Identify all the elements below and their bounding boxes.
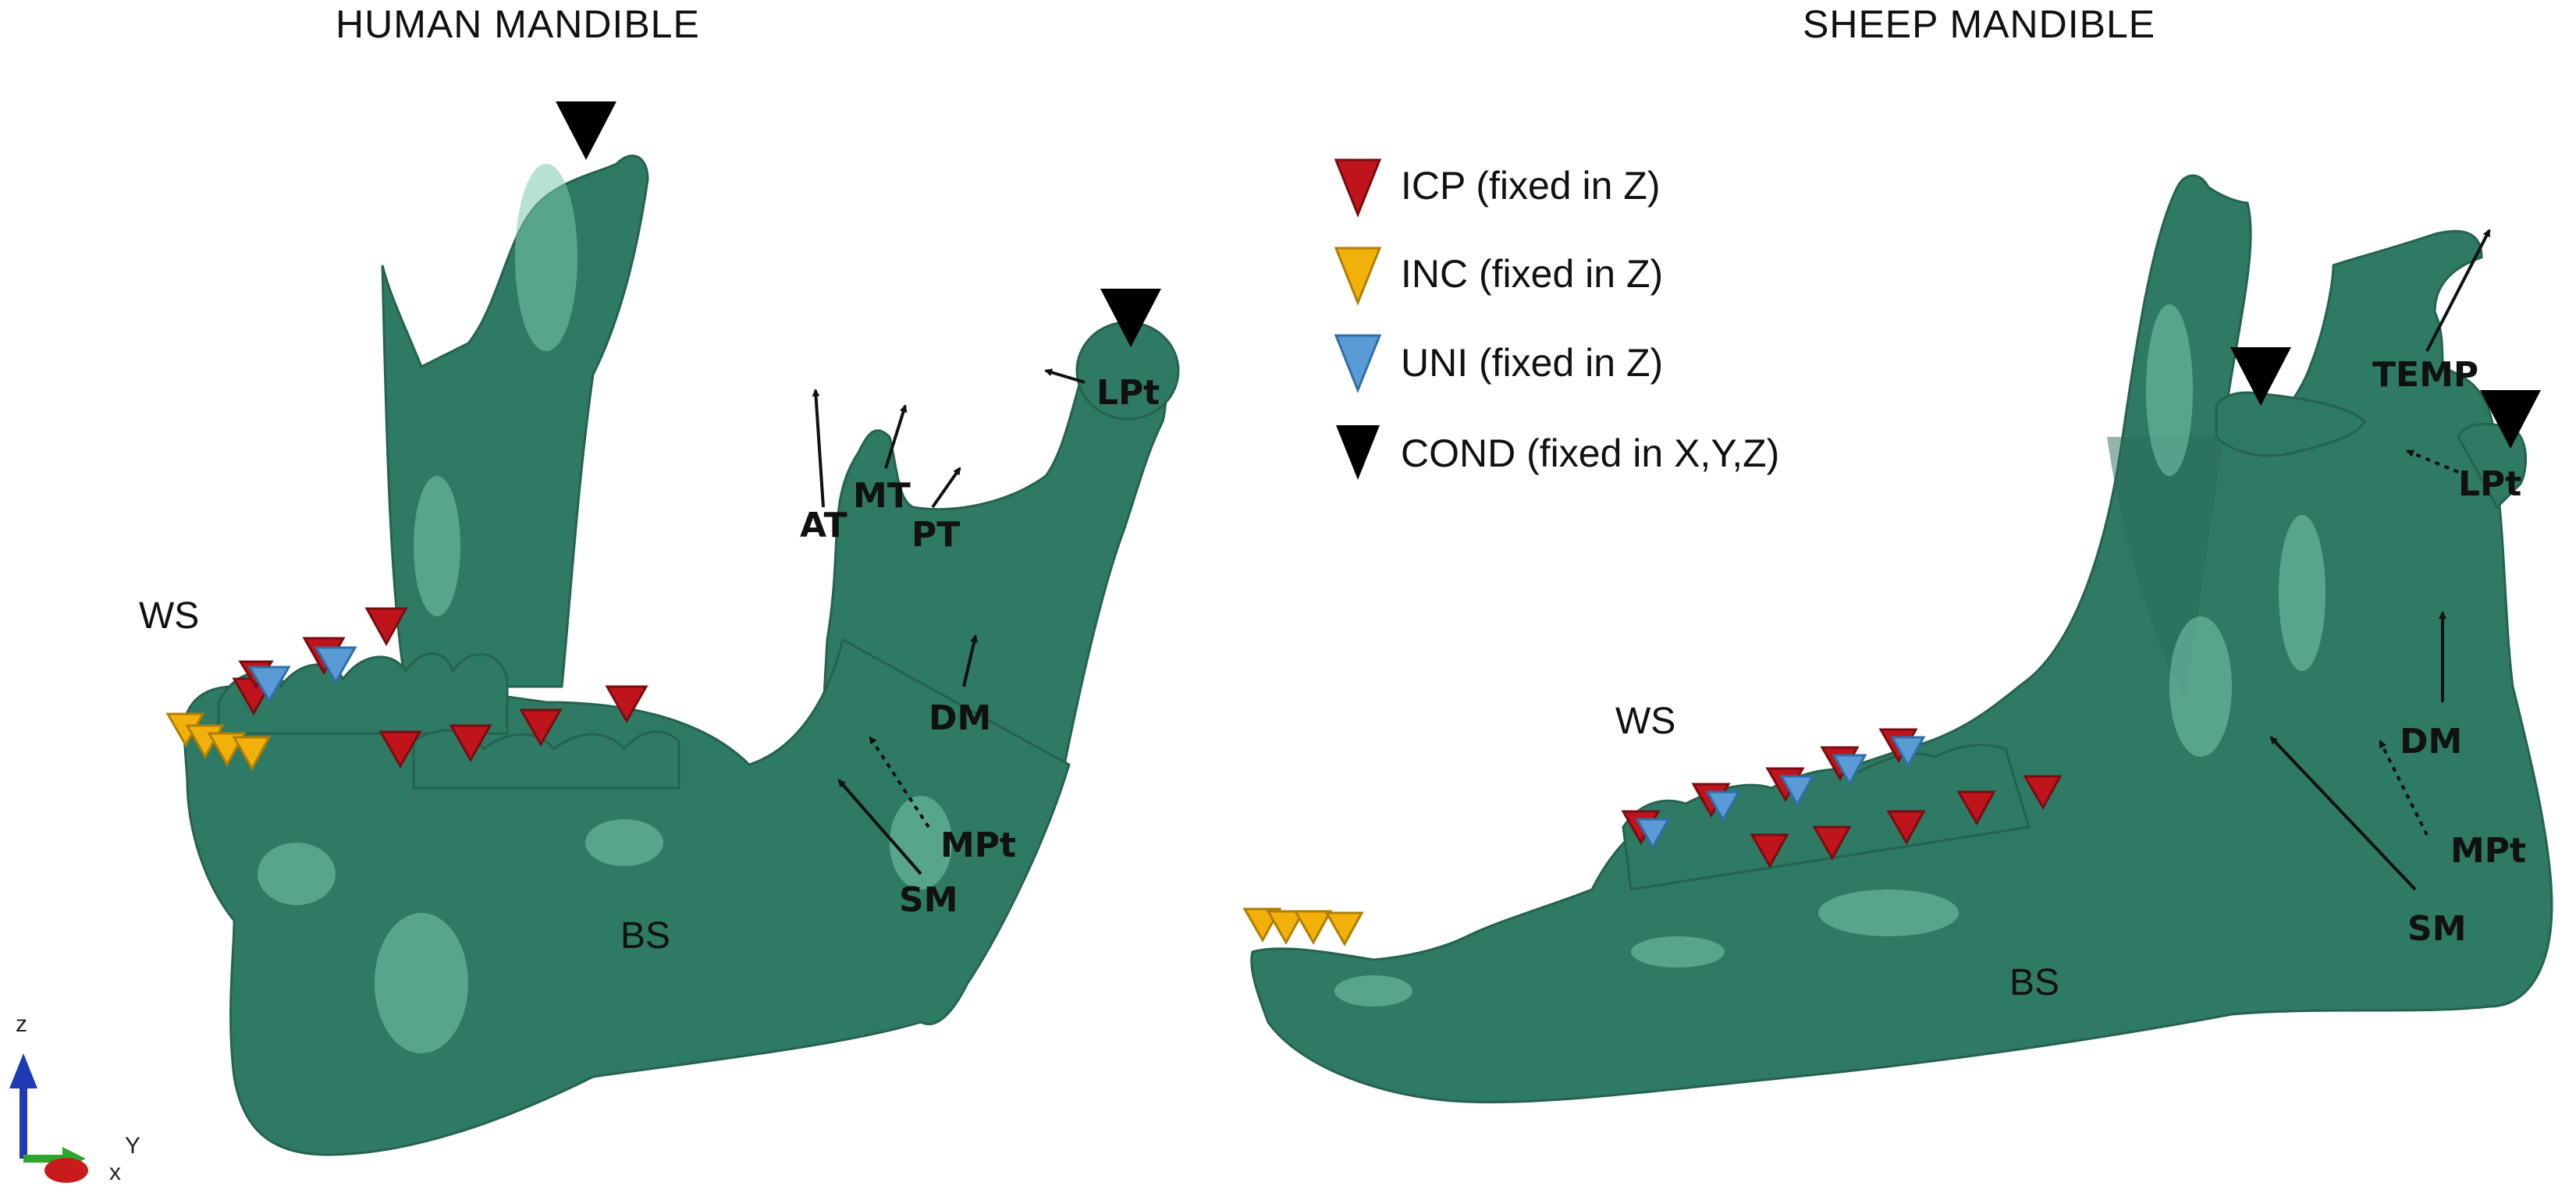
human-uni-markers	[247, 646, 357, 703]
sheep-lpt-label: LPt	[2458, 464, 2521, 504]
human-mt-label: MT	[853, 476, 911, 516]
human-cond-markers	[556, 101, 1161, 347]
sheep-sm-label: SM	[2407, 909, 2466, 949]
human-ws-label: WS	[139, 595, 199, 637]
human-mpt-label: MPt	[940, 826, 1016, 865]
uni-marker	[247, 666, 291, 703]
yellow-triangle-icon	[1334, 247, 1382, 307]
human-panel-title: HUMAN MANDIBLE	[336, 2, 700, 46]
icp-marker	[605, 685, 648, 724]
human-inc-markers	[165, 712, 272, 772]
uni-marker	[1779, 775, 1815, 808]
uni-marker	[1635, 818, 1671, 850]
human-bs-label: BS	[620, 915, 670, 957]
legend: ICP (fixed in Z) INC (fixed in Z) UNI (f…	[1334, 158, 1779, 480]
sheep-temp-label: TEMP	[2372, 355, 2478, 395]
legend-item-inc: INC (fixed in Z)	[1334, 247, 1663, 307]
legend-label-uni: UNI (fixed in Z)	[1401, 341, 1663, 385]
uni-marker	[1832, 754, 1867, 786]
legend-label-icp: ICP (fixed in Z)	[1401, 164, 1661, 208]
icp-marker	[519, 708, 563, 747]
axis-x-label: x	[109, 1159, 121, 1185]
cond-marker	[556, 101, 616, 160]
legend-item-uni: UNI (fixed in Z)	[1334, 334, 1663, 394]
sheep-cond-markers	[2230, 347, 2541, 449]
icp-marker	[1812, 826, 1852, 861]
sheep-muscle-arrows	[2269, 229, 2491, 891]
sheep-bs-label: BS	[2009, 962, 2059, 1003]
axis-y-label: Y	[125, 1133, 140, 1159]
icp-marker	[364, 607, 408, 647]
icp-marker	[1750, 833, 1789, 869]
x-axis-arrowhead	[44, 1158, 88, 1183]
icp-marker	[1956, 790, 1996, 826]
sheep-mpt-label: MPt	[2450, 831, 2526, 871]
axis-z-label: z	[16, 1011, 27, 1037]
sheep-ws-label: WS	[1615, 701, 1675, 742]
human-muscle-arrows	[812, 368, 1085, 875]
inc-marker	[1266, 910, 1306, 946]
sheep-panel-title: SHEEP MANDIBLE	[1803, 2, 2155, 46]
uni-marker	[314, 646, 357, 685]
inc-marker	[1324, 911, 1364, 947]
human-sm-label: SM	[899, 880, 958, 920]
cond-marker	[1100, 289, 1161, 347]
sheep-mandible-shape	[1250, 174, 2553, 1104]
sheep-uni-markers	[1635, 736, 1926, 850]
human-pt-label: PT	[911, 515, 960, 555]
z-axis-arrowhead	[9, 1053, 37, 1088]
sheep-dm-label: DM	[2400, 722, 2462, 762]
human-lpt-label: LPt	[1096, 373, 1160, 413]
legend-item-cond: COND (fixed in X,Y,Z)	[1336, 425, 1779, 480]
human-icp-markers	[232, 607, 648, 769]
human-mandible-shape	[182, 154, 1180, 1156]
black-triangle-icon	[1336, 425, 1380, 480]
inc-marker	[1293, 910, 1333, 946]
sheep-inc-markers	[1242, 907, 1364, 947]
icp-marker	[378, 730, 422, 769]
human-at-label: AT	[800, 506, 847, 545]
cond-marker	[2230, 347, 2291, 406]
uni-marker	[1705, 790, 1741, 823]
inc-marker	[232, 736, 272, 772]
axis-triad: z Y x	[9, 1011, 140, 1185]
legend-item-icp: ICP (fixed in Z)	[1334, 158, 1661, 218]
icp-marker	[2023, 775, 2063, 811]
legend-label-inc: INC (fixed in Z)	[1401, 252, 1663, 296]
red-triangle-icon	[1334, 158, 1382, 218]
icp-marker	[449, 724, 492, 763]
icp-marker	[1886, 810, 1926, 846]
blue-triangle-icon	[1334, 334, 1382, 394]
uni-marker	[1890, 736, 1926, 769]
legend-label-cond: COND (fixed in X,Y,Z)	[1401, 431, 1779, 475]
human-dm-label: DM	[929, 698, 991, 738]
cond-marker	[2480, 390, 2541, 449]
